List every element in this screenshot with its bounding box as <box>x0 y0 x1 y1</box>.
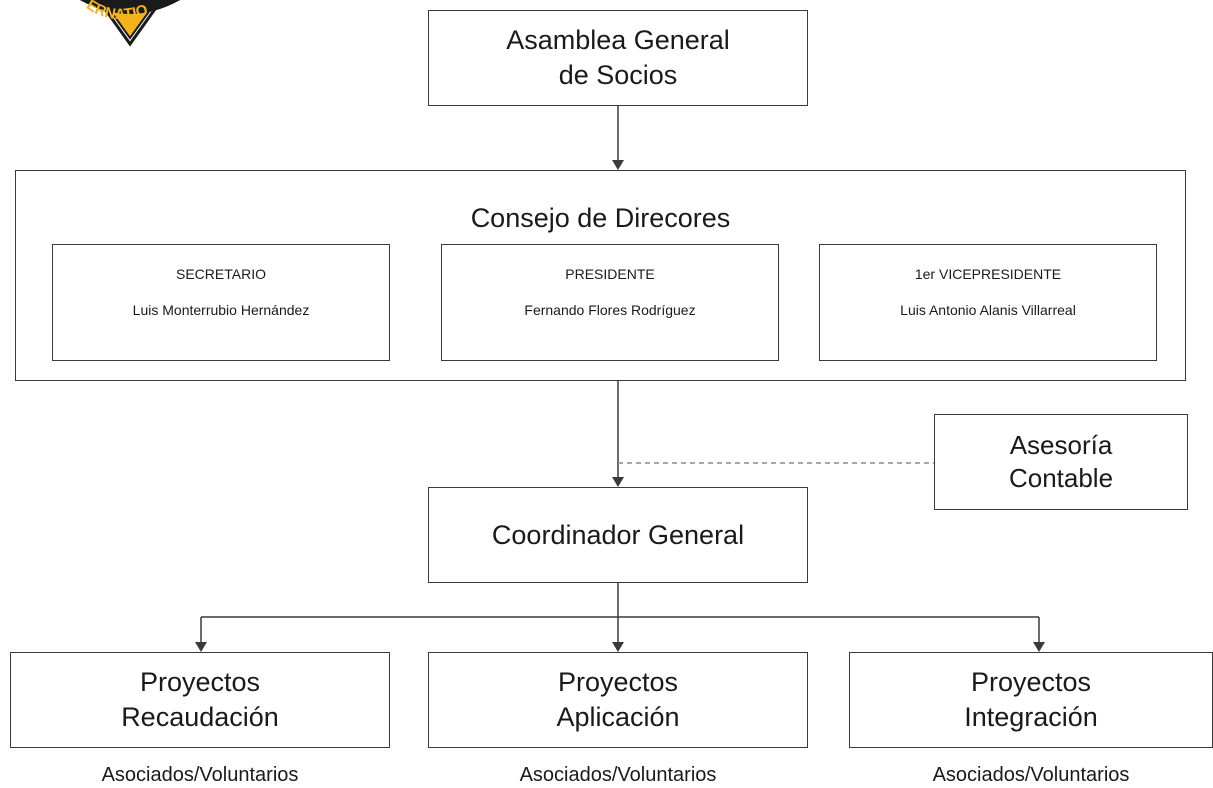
coordinador-label: Coordinador General <box>491 519 745 550</box>
arrowhead-recaudacion <box>195 642 207 652</box>
node-proyectos-integracion: Proyectos Integración <box>849 652 1213 748</box>
arrowhead-consejo <box>612 160 624 170</box>
node-consejo-de-directores: Consejo de Direcores SECRETARIO Luis Mon… <box>15 170 1186 381</box>
project-line2: Aplicación <box>556 702 680 732</box>
project-sublabel: Asociados/Voluntarios <box>101 764 299 786</box>
officer-name: Fernando Flores Rodríguez <box>524 302 696 318</box>
project-sublabel: Asociados/Voluntarios <box>519 764 717 786</box>
project-line1: Proyectos <box>970 667 1092 698</box>
project-line2: Integración <box>964 702 1098 732</box>
node-proyectos-recaudacion: Proyectos Recaudación <box>10 652 390 748</box>
asesoria-line2: Contable <box>1008 463 1114 493</box>
project-line1: Proyectos <box>557 667 679 698</box>
asamblea-line1: Asamblea General <box>506 25 730 56</box>
officer-presidente: PRESIDENTE Fernando Flores Rodríguez <box>441 244 779 361</box>
organization-logo: ERNATIO <box>79 0 181 47</box>
logo-dark-band <box>79 0 181 14</box>
node-asesoria-contable: Asesoría Contable <box>934 414 1188 510</box>
asamblea-line2: de Socios <box>558 60 678 90</box>
arrowhead-integracion <box>1033 642 1045 652</box>
officer-name: Luis Monterrubio Hernández <box>132 302 310 318</box>
node-proyectos-aplicacion: Proyectos Aplicación <box>428 652 808 748</box>
officer-role: 1er VICEPRESIDENTE <box>914 266 1062 282</box>
arrowhead-coordinador <box>612 477 624 487</box>
asesoria-line1: Asesoría <box>1009 429 1113 460</box>
officer-role: SECRETARIO <box>176 266 266 282</box>
project-line2: Recaudación <box>121 702 279 732</box>
officer-vicepresidente: 1er VICEPRESIDENTE Luis Antonio Alanis V… <box>819 244 1157 361</box>
logo-text: ERNATIO <box>83 0 150 23</box>
node-coordinador-general: Coordinador General <box>428 487 808 583</box>
officer-name: Luis Antonio Alanis Villarreal <box>900 302 1076 318</box>
consejo-title: Consejo de Direcores <box>470 203 731 233</box>
project-line1: Proyectos <box>139 667 261 698</box>
officer-role: PRESIDENTE <box>565 266 655 282</box>
node-asamblea-general: Asamblea General de Socios <box>428 10 808 106</box>
officer-secretario: SECRETARIO Luis Monterrubio Hernández <box>52 244 390 361</box>
project-sublabel: Asociados/Voluntarios <box>932 764 1130 786</box>
arrowhead-aplicacion <box>612 642 624 652</box>
